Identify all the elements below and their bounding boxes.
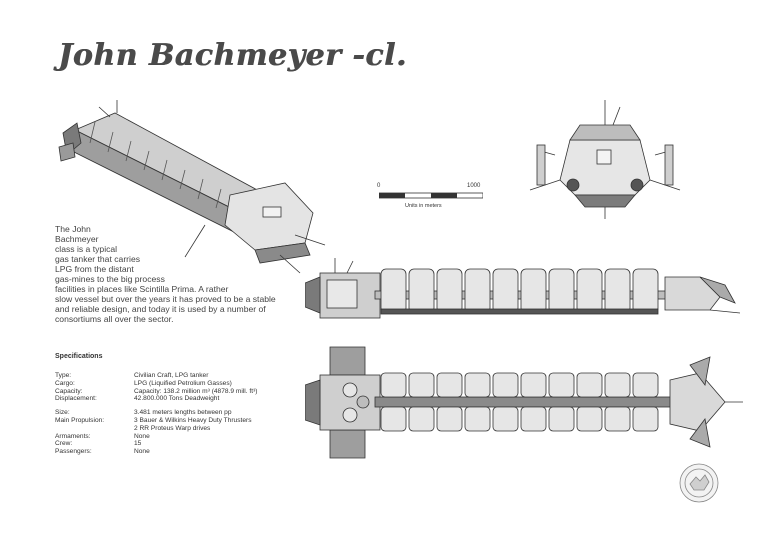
- spec-row-capacity: Capacity: Capacity: 138.2 million m³ (48…: [55, 388, 258, 396]
- spec-value-line: 42.800.000 Tons Deadweight: [134, 395, 220, 403]
- seal-emblem: [679, 463, 719, 503]
- scale-ruler: [379, 192, 483, 199]
- spec-value: Civilian Craft, LPG tanker: [134, 372, 208, 380]
- specifications-heading: Specifications: [55, 353, 103, 360]
- scale-bar: 0 1000 Units in meters: [375, 183, 487, 213]
- spec-row-cargo: Cargo: LPG (Liquified Petrolium Gasses): [55, 380, 258, 388]
- spec-value-line: None: [134, 432, 150, 440]
- description-line: LPG from the distant: [55, 264, 134, 274]
- description-line: consortiums all over the sector.: [55, 314, 174, 324]
- spec-label: Cargo:: [55, 379, 75, 387]
- spec-value-line: 3 Bauer & Wilkins Heavy Duty Thrusters: [134, 416, 252, 424]
- spec-label: Armaments:: [55, 432, 91, 440]
- specifications-table: Type: Civilian Craft, LPG tanker Cargo: …: [55, 372, 258, 456]
- spec-row-displacement: Displacement: 42.800.000 Tons Deadweight: [55, 395, 258, 403]
- spec-value: 15: [134, 440, 141, 448]
- spec-value-line: Civilian Craft, LPG tanker: [134, 372, 209, 379]
- spec-value: None: [134, 448, 150, 456]
- spec-value: 3.481 meters lengths between pp: [134, 409, 232, 417]
- description-line: Bachmeyer: [55, 234, 99, 244]
- spec-value: 3 Bauer & Wilkins Heavy Duty Thrusters 2…: [134, 417, 252, 433]
- spec-row-main-propulsion: Main Propulsion: 3 Bauer & Wilkins Heavy…: [55, 417, 258, 433]
- description-line: class is a typical: [55, 244, 118, 254]
- sheet-title: John Bachmeyer -cl.: [58, 38, 407, 73]
- spec-label: Crew:: [55, 440, 73, 448]
- scale-min-label: 0: [377, 183, 381, 189]
- spec-row-passengers: Passengers: None: [55, 448, 258, 456]
- spec-label: Type:: [55, 372, 72, 379]
- spec-label: Capacity:: [55, 387, 83, 395]
- spec-row-size: Size: 3.481 meters lengths between pp: [55, 409, 258, 417]
- spec-label: Size:: [55, 409, 70, 417]
- spec-label: Passengers:: [55, 448, 92, 456]
- spec-value-line: None: [134, 448, 150, 456]
- description-line: The John: [55, 224, 91, 234]
- spec-value: Capacity: 138.2 million m³ (4878.9 mill.…: [134, 388, 258, 396]
- description-line: slow vessel but over the years it has pr…: [55, 294, 276, 304]
- spec-label: Displacement:: [55, 395, 97, 403]
- spec-value-line: 2 RR Proteus Warp drives: [134, 424, 211, 432]
- spec-row-armaments: Armaments: None: [55, 433, 258, 441]
- scale-units-label: Units in meters: [405, 203, 442, 209]
- top-view: [305, 346, 743, 459]
- spec-value-line: Capacity: 138.2 million m³ (4878.9 mill.…: [134, 387, 258, 395]
- class-description: The John Bachmeyer class is a typical ga…: [55, 224, 276, 324]
- spec-value: 42.800.000 Tons Deadweight: [134, 395, 219, 403]
- spec-value: None: [134, 433, 150, 441]
- description-line: gas-mines to the big process: [55, 274, 165, 284]
- spec-value-line: LPG (Liquified Petrolium Gasses): [134, 379, 232, 387]
- spec-row-type: Type: Civilian Craft, LPG tanker: [55, 372, 258, 380]
- spec-row-crew: Crew: 15: [55, 440, 258, 448]
- scale-max-label: 1000: [467, 183, 481, 189]
- description-line: gas tanker that carries: [55, 254, 141, 264]
- spec-label: Main Propulsion:: [55, 416, 105, 424]
- perspective-view: [58, 100, 326, 274]
- front-view: [529, 100, 681, 219]
- description-line: facilities in places like Scintilla Prim…: [55, 284, 229, 294]
- spec-value-line: 3.481 meters lengths between pp: [134, 409, 232, 417]
- spec-value: LPG (Liquified Petrolium Gasses): [134, 380, 232, 388]
- spec-value-line: 15: [134, 440, 142, 448]
- side-view: [305, 258, 741, 319]
- description-line: and reliable design, and today it is use…: [55, 304, 266, 314]
